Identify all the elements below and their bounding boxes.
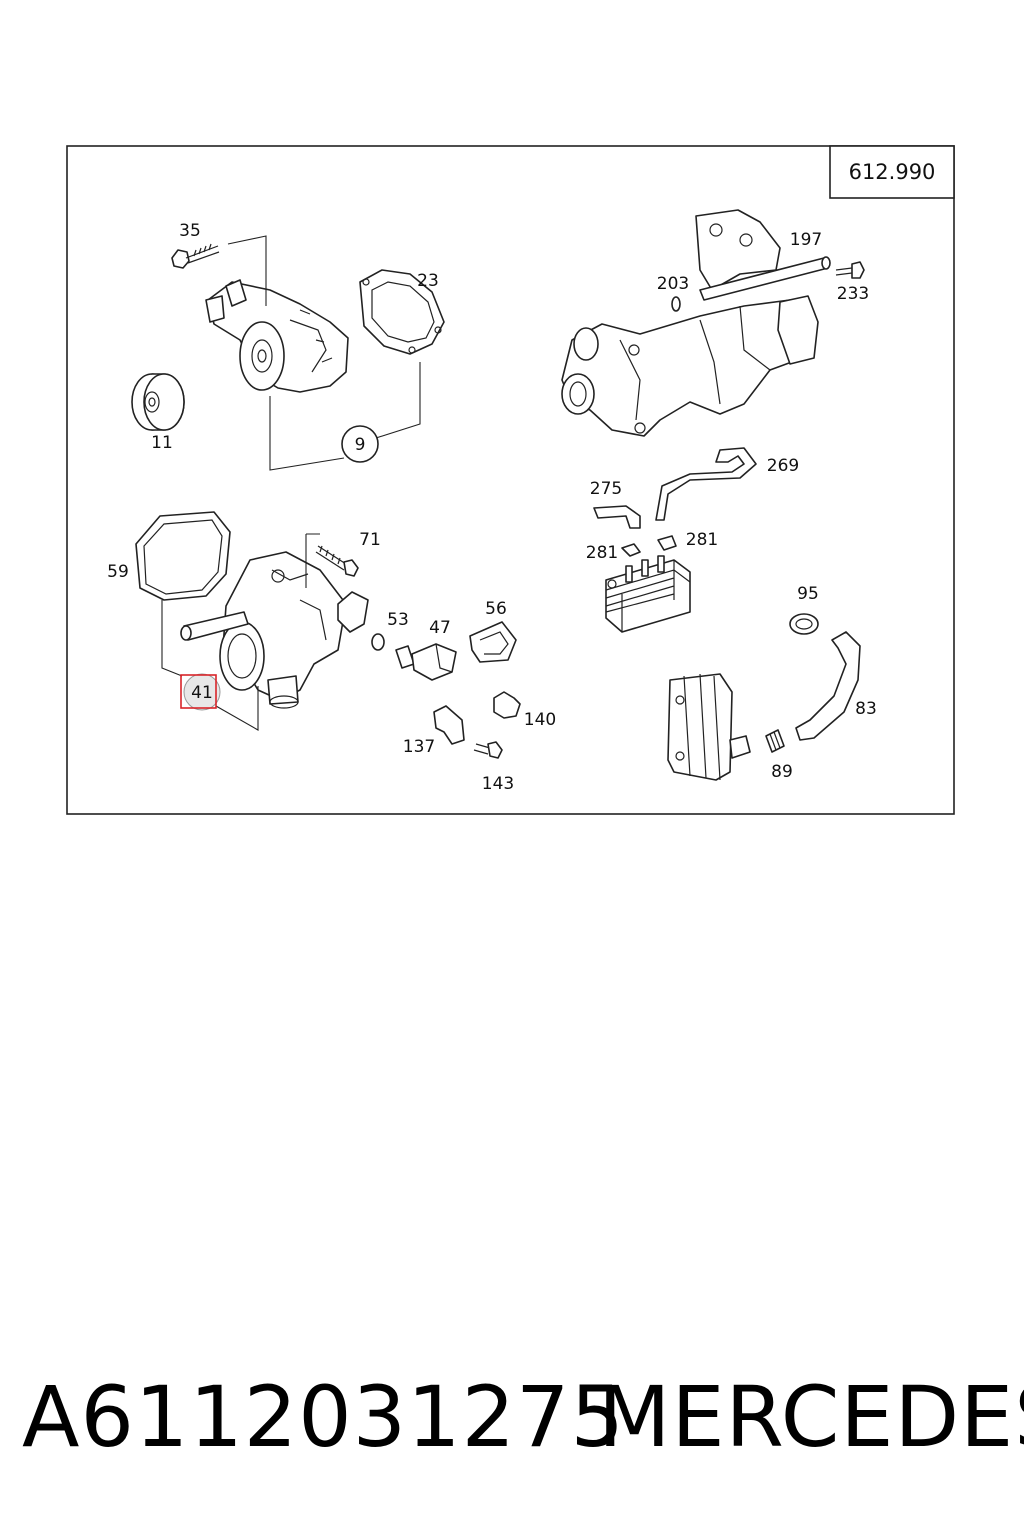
label-233: 233 bbox=[837, 284, 869, 304]
highlight-box bbox=[180, 674, 217, 709]
bolt-35-icon bbox=[171, 243, 220, 269]
diagram-code: 612.990 bbox=[849, 160, 936, 184]
label-140: 140 bbox=[524, 710, 556, 730]
clip-281-left-icon bbox=[621, 543, 641, 557]
label-281-right: 281 bbox=[686, 530, 718, 550]
gasket-23-icon bbox=[359, 269, 445, 355]
label-137: 137 bbox=[403, 737, 435, 757]
label-281-left: 281 bbox=[586, 543, 618, 563]
label-71: 71 bbox=[359, 530, 381, 550]
oil-cooler-icon bbox=[605, 555, 691, 633]
label-95: 95 bbox=[797, 584, 819, 604]
water-pump-group bbox=[131, 235, 445, 471]
hose-83-icon bbox=[795, 631, 861, 741]
oring-53-icon bbox=[371, 633, 385, 651]
label-143: 143 bbox=[482, 774, 514, 794]
label-11: 11 bbox=[151, 433, 173, 453]
diagram-frame bbox=[66, 145, 955, 815]
pulley-11-icon bbox=[131, 373, 185, 431]
cooler-hose-group bbox=[667, 613, 861, 781]
bolt-233-icon bbox=[835, 261, 865, 279]
clamp-89-icon bbox=[765, 729, 785, 753]
label-83: 83 bbox=[855, 699, 877, 719]
sensor-47-icon bbox=[395, 643, 457, 681]
label-59: 59 bbox=[107, 562, 129, 582]
part-number: A6112031275 bbox=[22, 1368, 625, 1466]
clip-137-icon bbox=[433, 705, 465, 745]
label-47: 47 bbox=[429, 618, 451, 638]
hose-group bbox=[593, 447, 757, 633]
label-197: 197 bbox=[790, 230, 822, 250]
bolt-71-icon bbox=[315, 545, 359, 577]
clip-56-icon bbox=[469, 621, 517, 663]
label-9: 9 bbox=[355, 435, 366, 455]
diagram-code-box bbox=[829, 145, 955, 199]
clip-281-right-icon bbox=[657, 535, 677, 551]
label-23: 23 bbox=[417, 271, 439, 291]
callout-41: 41 bbox=[180, 673, 221, 711]
footer: A6112031275 MERCEDES bbox=[0, 1368, 1024, 1478]
water-pump-icon bbox=[205, 279, 349, 393]
oring-203-icon bbox=[671, 296, 681, 312]
label-41: 41 bbox=[191, 683, 213, 703]
leader-35 bbox=[227, 235, 267, 306]
thermostat-group: 41 bbox=[135, 511, 369, 731]
coolant-housing-group bbox=[561, 209, 865, 437]
oil-cooler-plate-icon bbox=[667, 673, 751, 781]
sensor-group bbox=[371, 621, 521, 759]
label-203: 203 bbox=[657, 274, 689, 294]
label-89: 89 bbox=[771, 762, 793, 782]
brand-name: MERCEDES bbox=[598, 1368, 1024, 1466]
clip-140-icon bbox=[493, 691, 521, 719]
callout-9-circle bbox=[341, 425, 379, 463]
gasket-59-icon bbox=[135, 511, 231, 601]
label-35: 35 bbox=[179, 221, 201, 241]
label-275: 275 bbox=[590, 479, 622, 499]
label-56: 56 bbox=[485, 599, 507, 619]
bolt-143-icon bbox=[473, 741, 503, 759]
clamp-95-icon bbox=[789, 613, 819, 635]
leader-9 bbox=[269, 362, 421, 471]
parts-diagram: 612.990 bbox=[66, 145, 955, 815]
label-53: 53 bbox=[387, 610, 409, 630]
label-269: 269 bbox=[767, 456, 799, 476]
